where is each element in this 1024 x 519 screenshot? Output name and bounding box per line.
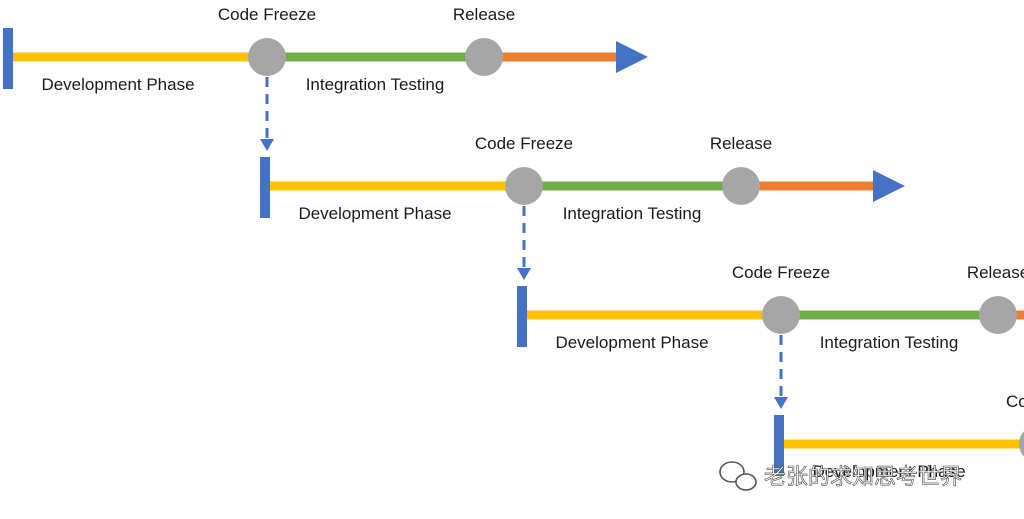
development-phase-label: Development Phase (298, 204, 451, 223)
code-freeze-milestone (1019, 431, 1024, 457)
release-label: Release (710, 134, 772, 153)
timeline-arrowhead (873, 170, 905, 202)
development-phase-label: Development Phase (812, 462, 965, 481)
integration-testing-label: Integration Testing (306, 75, 445, 94)
watermark-text: 老张的求知思考世界 (764, 465, 962, 490)
handoff-arrowhead (260, 139, 274, 151)
start-marker (3, 28, 13, 89)
code-freeze-milestone (505, 167, 543, 205)
release-milestone (465, 38, 503, 76)
integration-testing-label: Integration Testing (820, 333, 959, 352)
integration-testing-label: Integration Testing (563, 204, 702, 223)
code-freeze-label: Code Freeze (475, 134, 573, 153)
timeline-arrowhead (616, 41, 648, 73)
timeline-4: Development Phase Code (774, 392, 1024, 481)
code-freeze-milestone (762, 296, 800, 334)
code-freeze-milestone (248, 38, 286, 76)
start-marker (517, 286, 527, 347)
wechat-icon (719, 461, 757, 491)
code-freeze-label: Code (1006, 392, 1024, 411)
timeline-1: Development Phase Integration Testing Rele… (3, 5, 648, 151)
handoff-arrowhead (774, 397, 788, 409)
development-phase-label: Development Phase (41, 75, 194, 94)
watermark: 老张的求知思考世界 (719, 461, 962, 491)
code-freeze-label: Code Freeze (218, 5, 316, 24)
start-marker (260, 157, 270, 218)
handoff-arrowhead (517, 268, 531, 280)
start-marker (774, 415, 784, 476)
development-phase-label: Development Phase (555, 333, 708, 352)
code-freeze-label: Code Freeze (732, 263, 830, 282)
wechat-bubble-small (735, 473, 757, 491)
release-milestone (979, 296, 1017, 334)
timeline-2: Development Phase Integration Testing Rele… (260, 134, 905, 280)
timeline-3: Development Phase Integration Testing Rele… (517, 263, 1024, 409)
release-label: Release (453, 5, 515, 24)
release-milestone (722, 167, 760, 205)
release-label: Release (967, 263, 1024, 282)
